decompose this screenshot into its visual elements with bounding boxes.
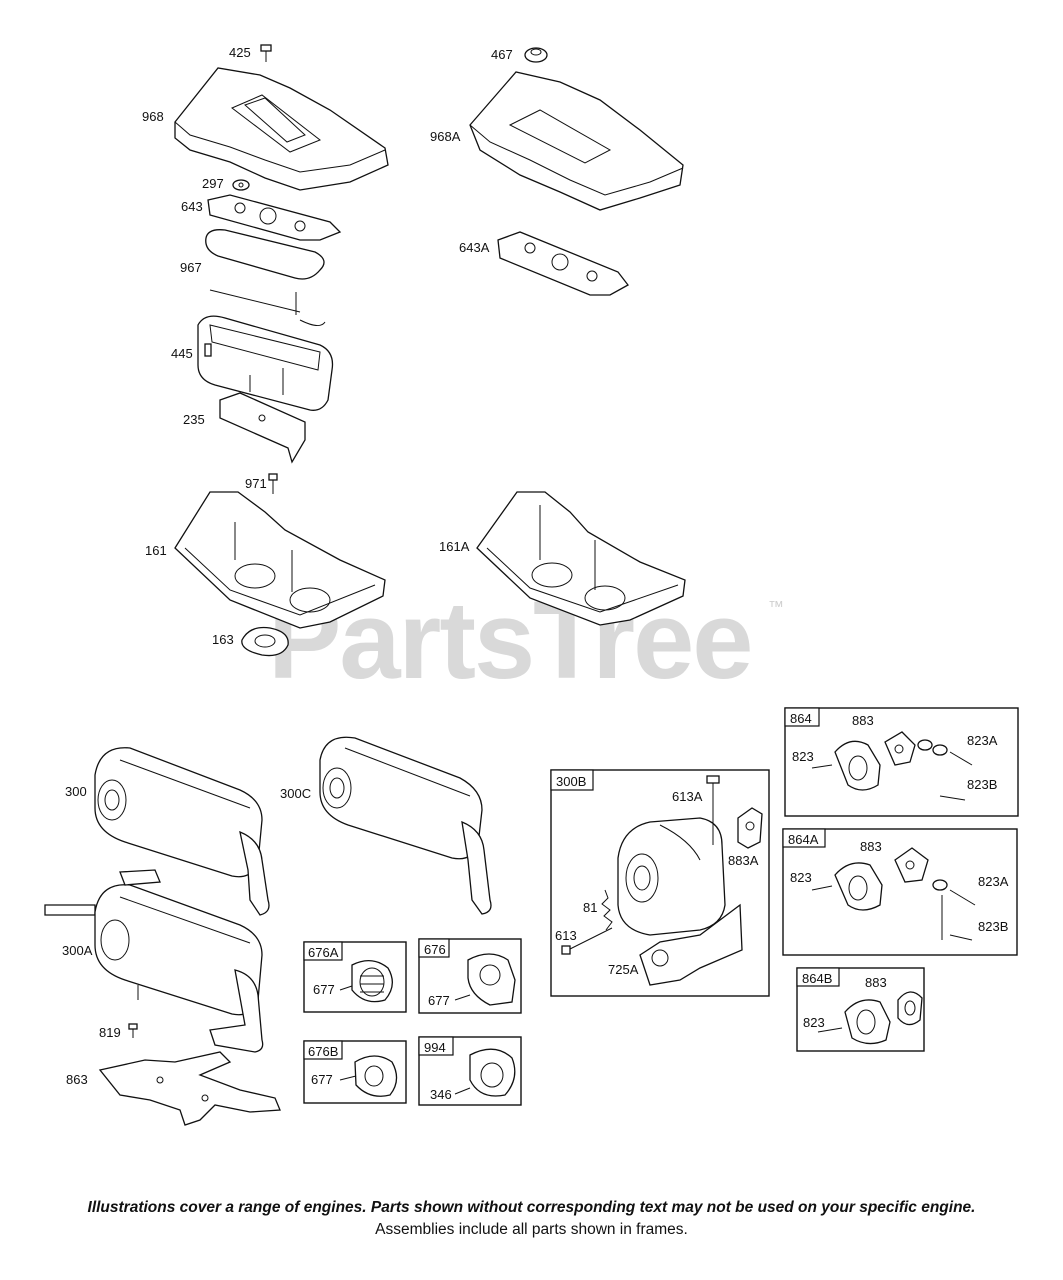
- prefilter-967-icon: [205, 229, 325, 280]
- frame-676b: 676B: [303, 1040, 407, 1104]
- label-677-frame-676: 677: [428, 993, 450, 1008]
- muffler-300c-icon: [319, 736, 492, 915]
- assemblies-note: Assemblies include all parts shown in fr…: [375, 1221, 688, 1238]
- label-445: 445: [171, 346, 193, 361]
- muffler-300-icon: [94, 747, 270, 916]
- label-823a-frame-864a: 823A: [978, 874, 1009, 889]
- label-823b-frame-864: 823B: [967, 777, 997, 792]
- label-235: 235: [183, 412, 205, 427]
- cover-968-icon: [174, 67, 389, 191]
- base-161a-icon: [476, 491, 686, 626]
- label-823b-frame-864a: 823B: [978, 919, 1008, 934]
- label-467: 467: [491, 47, 513, 62]
- label-971: 971: [245, 476, 267, 491]
- label-883-frame-864b: 883: [865, 975, 887, 990]
- label-967: 967: [180, 260, 202, 275]
- frame-676a-label: 676A: [308, 945, 339, 960]
- frame-676-label: 676: [424, 942, 446, 957]
- label-883-frame-864: 883: [852, 713, 874, 728]
- frame-864: 864: [784, 707, 1019, 817]
- frame-864b: 864B: [796, 967, 925, 1052]
- label-883a: 883A: [728, 853, 759, 868]
- frame-864-label: 864: [790, 711, 812, 726]
- screw-425-icon: [260, 44, 272, 62]
- label-968: 968: [142, 109, 164, 124]
- frame-994: 994: [418, 1036, 522, 1106]
- disclaimer-note: Illustrations cover a range of engines. …: [87, 1199, 976, 1216]
- muffler-300a-icon: [44, 869, 264, 1053]
- label-643a: 643A: [459, 240, 490, 255]
- frame-300b: 300B: [550, 769, 770, 997]
- frame-300b-label: 300B: [556, 774, 586, 789]
- label-346: 346: [430, 1087, 452, 1102]
- frame-676a: 676A: [303, 941, 407, 1013]
- bracket-235-icon: [219, 392, 306, 464]
- label-883-frame-864a: 883: [860, 839, 882, 854]
- frame-864a-label: 864A: [788, 832, 819, 847]
- label-613a: 613A: [672, 789, 703, 804]
- screw-819-icon: [128, 1023, 138, 1038]
- label-823-frame-864a: 823: [790, 870, 812, 885]
- frame-994-label: 994: [424, 1040, 446, 1055]
- filter-element-icon: [209, 289, 326, 326]
- label-163: 163: [212, 632, 234, 647]
- label-613: 613: [555, 928, 577, 943]
- nut-297-icon: [232, 179, 250, 191]
- label-677-frame-676b: 677: [311, 1072, 333, 1087]
- bracket-863-icon: [98, 1051, 281, 1126]
- label-819: 819: [99, 1025, 121, 1040]
- label-161: 161: [145, 543, 167, 558]
- label-300: 300: [65, 784, 87, 799]
- label-81: 81: [583, 900, 597, 915]
- frame-864a: 864A: [782, 828, 1018, 956]
- gasket-163-icon: [241, 626, 289, 657]
- frame-676b-label: 676B: [308, 1044, 338, 1059]
- frame-676: 676: [418, 938, 522, 1014]
- label-161a: 161A: [439, 539, 470, 554]
- plate-643-icon: [207, 194, 342, 241]
- label-677-frame-676a: 677: [313, 982, 335, 997]
- label-300a: 300A: [62, 943, 93, 958]
- label-300c: 300C: [280, 786, 311, 801]
- label-425: 425: [229, 45, 251, 60]
- label-643: 643: [181, 199, 203, 214]
- plate-643a-icon: [497, 231, 629, 296]
- frame-864b-label: 864B: [802, 971, 832, 986]
- cover-968a-icon: [469, 71, 684, 211]
- label-823-frame-864b: 823: [803, 1015, 825, 1030]
- nut-467-icon: [524, 47, 548, 63]
- label-297: 297: [202, 176, 224, 191]
- label-968a: 968A: [430, 129, 461, 144]
- watermark-trademark: ™: [768, 599, 784, 616]
- label-823-frame-864: 823: [792, 749, 814, 764]
- screw-971-icon: [268, 473, 278, 494]
- base-161-icon: [174, 491, 386, 629]
- housing-445-icon: [197, 315, 334, 411]
- label-863: 863: [66, 1072, 88, 1087]
- label-823a-frame-864: 823A: [967, 733, 998, 748]
- label-725a: 725A: [608, 962, 639, 977]
